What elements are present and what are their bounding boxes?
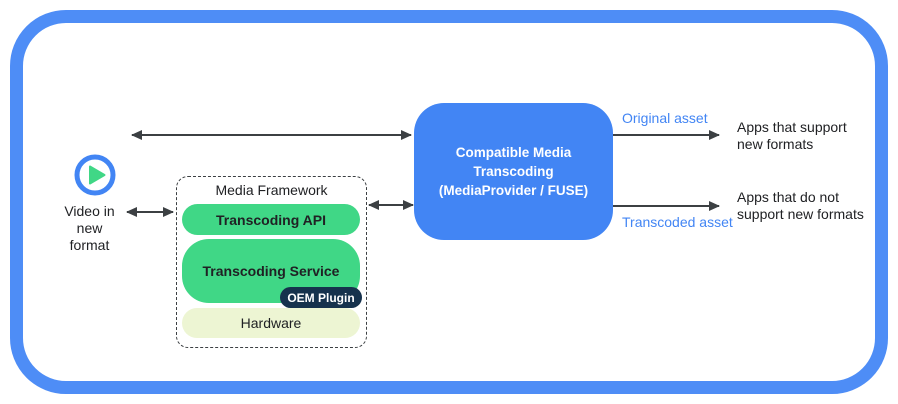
transcoded-asset-label: Transcoded asset <box>622 214 733 230</box>
compatible-media-transcoding-box: Compatible Media Transcoding (MediaProvi… <box>414 103 613 240</box>
play-icon <box>74 154 116 196</box>
media-framework-box <box>176 176 367 348</box>
video-source-label: Video in new format <box>64 203 115 253</box>
oem-plugin-pill: OEM Plugin <box>280 287 362 308</box>
apps-support-label: Apps that support new formats <box>737 119 847 152</box>
arrow-framework-to-transcoder <box>368 200 414 210</box>
arrow-video-to-framework <box>126 207 174 217</box>
arrow-video-to-transcoder <box>131 130 412 140</box>
original-asset-label: Original asset <box>622 110 708 126</box>
hardware-pill: Hardware <box>182 308 360 338</box>
media-framework-title: Media Framework <box>215 182 328 198</box>
transcoding-api-pill: Transcoding API <box>182 204 360 235</box>
arrow-original-asset <box>613 130 720 140</box>
apps-no-support-label: Apps that do not support new formats <box>737 189 864 222</box>
diagram-border <box>10 10 888 394</box>
arrow-transcoded-asset <box>613 201 720 211</box>
